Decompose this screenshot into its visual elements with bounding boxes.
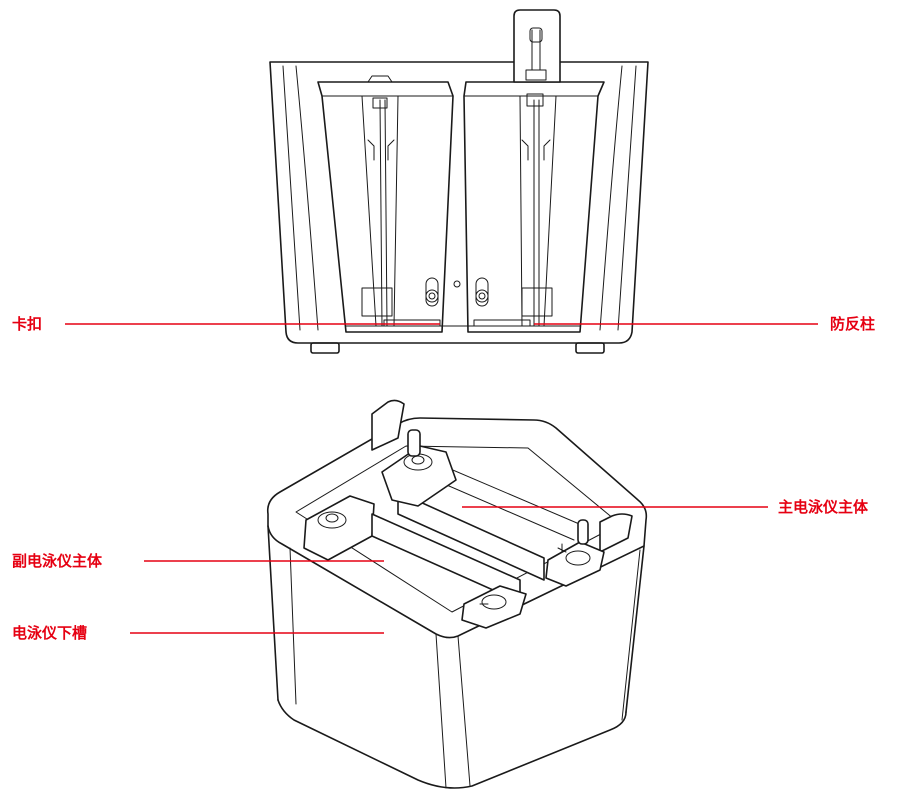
label-main-unit: 主电泳仪主体 — [778, 498, 869, 516]
perspective-view — [266, 399, 648, 789]
front-view — [269, 9, 649, 354]
label-anti-reverse-post: 防反柱 — [830, 315, 876, 333]
label-lower-tank: 电泳仪下槽 — [12, 624, 88, 642]
label-clip: 卡扣 — [12, 315, 43, 333]
label-secondary-unit: 副电泳仪主体 — [12, 552, 103, 570]
callout-lines — [65, 323, 818, 634]
